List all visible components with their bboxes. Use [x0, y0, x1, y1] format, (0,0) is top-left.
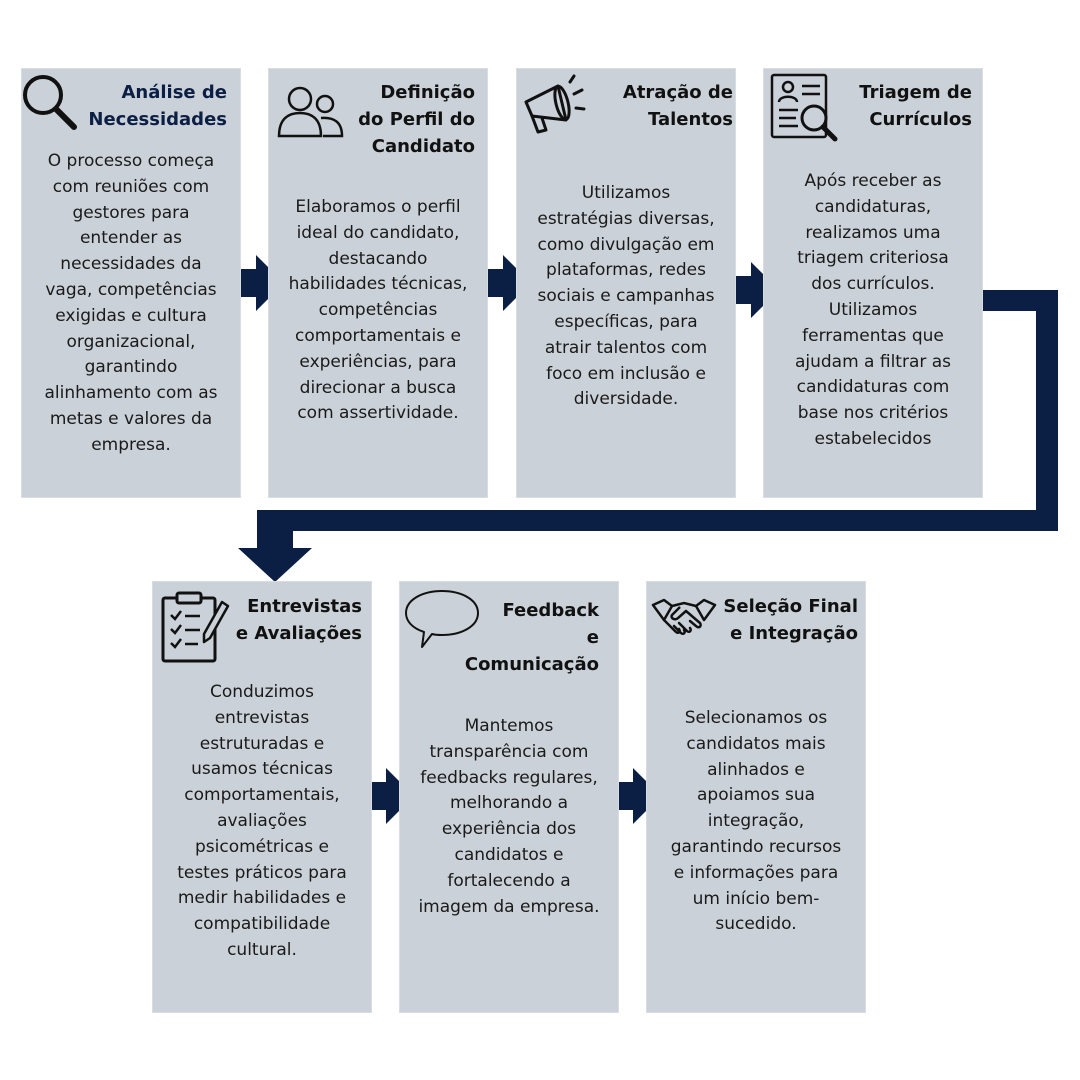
step-description: Conduzimos entrevistas estruturadas e us… [177, 682, 347, 960]
step-title: Entrevistas e Avaliações [235, 596, 362, 644]
connector-4-to-5 [238, 290, 1058, 582]
users-icon [277, 86, 344, 138]
step-title: Triagem de Currículos [859, 82, 972, 130]
resume-search-icon [770, 73, 838, 142]
step-card-entrevistas [152, 581, 372, 1013]
clipboard-checklist-icon [161, 591, 230, 663]
step-card-selecao-final [646, 581, 866, 1013]
arrow-2-to-3 [476, 255, 531, 311]
step-title: Atração de Talentos [622, 82, 733, 130]
step-title: Seleção Final e Integração [723, 596, 858, 644]
step-title: Análise de Necessidades [88, 82, 227, 130]
step-card-atracao [516, 68, 736, 498]
step-card-triagem [763, 68, 983, 498]
step-description: Mantemos transparência com feedbacks reg… [418, 716, 600, 917]
step-card-definicao-perfil [268, 68, 488, 498]
arrow-1-to-2 [229, 255, 284, 311]
step-description: O processo começa com reuniões com gesto… [44, 151, 218, 455]
step-title: Definição do Perfil do Candidato [358, 82, 475, 157]
step-card-analise [21, 68, 241, 498]
step-description: Após receber as candidaturas, realizamos… [794, 171, 952, 449]
step-description: Elaboramos o perfil ideal do candidato, … [288, 197, 468, 424]
step-description: Utilizamos estratégias diversas, como di… [537, 183, 715, 410]
step-description: Selecionamos os candidatos mais alinhado… [670, 708, 842, 935]
handshake-icon [651, 598, 717, 636]
step-card-feedback [399, 581, 619, 1013]
arrow-3-to-4 [724, 262, 779, 318]
megaphone-icon [524, 74, 586, 134]
magnifier-icon [23, 75, 77, 130]
step-title: Feedback e Comunicação [464, 600, 599, 675]
speech-bubble-icon [405, 590, 479, 648]
